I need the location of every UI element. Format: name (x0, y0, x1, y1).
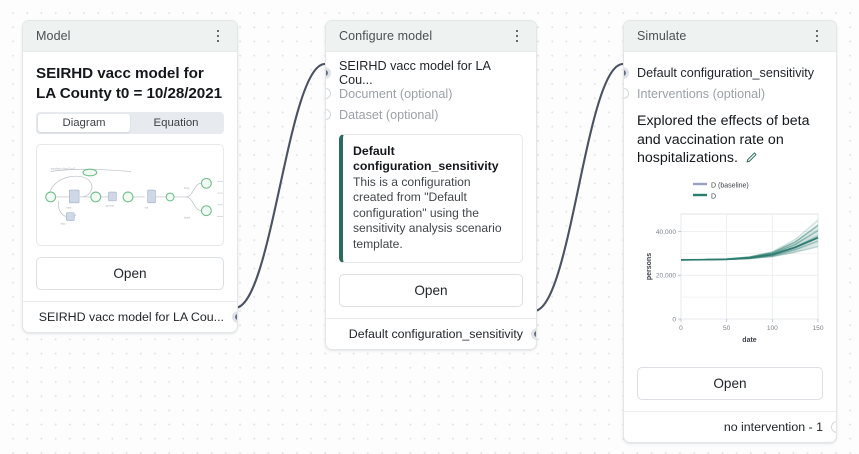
configure-input-document[interactable]: Document (optional) (326, 83, 523, 104)
svg-text:0: 0 (679, 325, 683, 332)
simulate-input-configuration-label: Default configuration_sensitivity (637, 65, 815, 80)
svg-text:persons: persons (646, 253, 653, 280)
svg-text:20,000: 20,000 (656, 272, 677, 279)
configure-input-document-label: Document (optional) (339, 86, 453, 101)
model-card-title: Model (36, 29, 71, 43)
configure-input-model[interactable]: SEIRHD vacc model for LA Cou... (326, 59, 523, 87)
svg-text:D (baseline): D (baseline) (711, 182, 749, 189)
configure-input-model-label: SEIRHD vacc model for LA Cou... (339, 58, 491, 87)
svg-text:death: death (184, 216, 191, 219)
kebab-menu-icon[interactable] (809, 27, 825, 45)
model-title: SEIRHD vacc model for LA County t0 = 10/… (36, 65, 222, 102)
configure-card-title: Configure model (339, 29, 433, 43)
input-port-empty[interactable] (624, 88, 629, 99)
configure-input-dataset[interactable]: Dataset (optional) (326, 104, 523, 125)
edge-model-to-configure (233, 62, 327, 310)
configuration-summary-card[interactable]: Default configuration_sensitivity This i… (339, 134, 523, 264)
compartmental-diagram: beta gamma eta hosp death vacc populatio… (45, 168, 223, 225)
svg-text:50: 50 (723, 325, 731, 332)
input-port-empty[interactable] (326, 88, 331, 99)
input-port-connected[interactable] (624, 66, 629, 79)
svg-text:date: date (742, 337, 757, 344)
model-output-row: SEIRHD vacc model for LA Cou... (23, 301, 237, 332)
simulate-output-port[interactable] (831, 420, 836, 433)
kebab-menu-icon[interactable] (210, 27, 226, 45)
model-card-header: Model (23, 21, 237, 52)
model-diagram-preview[interactable]: beta gamma eta hosp death vacc populatio… (36, 144, 224, 246)
simulate-input-interventions-label: Interventions (optional) (637, 86, 766, 101)
kebab-menu-icon[interactable] (509, 27, 525, 45)
configure-output-port[interactable] (531, 328, 536, 341)
node-model[interactable]: Model SEIRHD vacc model for LA County t0… (22, 20, 238, 333)
toggle-option-diagram[interactable]: Diagram (38, 114, 130, 132)
svg-text:D: D (711, 193, 716, 200)
svg-text:0: 0 (672, 316, 676, 323)
configure-output-label: Default configuration_sensitivity (348, 327, 523, 342)
svg-text:40,000: 40,000 (656, 229, 677, 236)
edge-configure-to-simulate (532, 62, 625, 313)
svg-text:beta: beta (66, 207, 72, 210)
configuration-name: Default configuration_sensitivity (353, 144, 499, 173)
model-card-body: SEIRHD vacc model for LA County t0 = 10/… (23, 52, 237, 301)
svg-text:vacc: vacc (60, 222, 66, 225)
simulate-card-title: Simulate (637, 29, 687, 43)
view-toggle[interactable]: Diagram Equation (36, 112, 224, 134)
svg-text:150: 150 (812, 325, 823, 332)
model-open-button[interactable]: Open (36, 257, 224, 290)
simulate-note-text: Explored the effects of beta and vaccina… (637, 113, 810, 167)
input-port-connected[interactable] (326, 66, 331, 79)
svg-text:eta: eta (145, 207, 149, 210)
configure-card-body: SEIRHD vacc model for LA Cou... Document… (326, 52, 536, 318)
svg-text:population flow S to E: population flow S to E (51, 168, 76, 171)
simulate-note: Explored the effects of beta and vaccina… (637, 112, 823, 170)
simulate-open-button[interactable]: Open (637, 366, 823, 400)
configure-output-row: Default configuration_sensitivity (326, 318, 536, 349)
configure-input-dataset-label: Dataset (optional) (339, 107, 439, 122)
configuration-description: This is a configuration created from "De… (353, 175, 502, 251)
simulate-output-row: no intervention - 1 (624, 410, 836, 442)
toggle-option-equation[interactable]: Equation (153, 117, 199, 129)
chart-canvas: D (baseline) D 0 50 100 150 0 20,000 40,000 date p… (646, 182, 824, 344)
simulate-input-interventions[interactable]: Interventions (optional) (624, 83, 823, 104)
simulate-card-body: Default configuration_sensitivity Interv… (624, 52, 836, 411)
model-output-label: SEIRHD vacc model for LA Cou... (38, 310, 224, 324)
svg-text:100: 100 (767, 325, 778, 332)
simulate-output-label: no intervention - 1 (723, 419, 823, 434)
configure-card-header: Configure model (326, 21, 536, 52)
configure-open-button[interactable]: Open (339, 274, 523, 308)
svg-text:gamma: gamma (106, 205, 115, 208)
pencil-icon[interactable] (745, 151, 758, 170)
simulate-card-header: Simulate (624, 21, 836, 52)
model-output-port[interactable] (232, 311, 237, 323)
node-simulate[interactable]: Simulate Default configuration_sensitivi… (623, 20, 837, 443)
node-configure-model[interactable]: Configure model SEIRHD vacc model for LA… (325, 20, 537, 351)
simulation-chart[interactable]: D (baseline) D 0 50 100 150 0 20,000 40,000 date p… (637, 176, 824, 356)
simulate-input-configuration[interactable]: Default configuration_sensitivity (624, 62, 823, 83)
input-port-empty[interactable] (326, 109, 331, 120)
svg-text:hosp: hosp (184, 187, 190, 190)
